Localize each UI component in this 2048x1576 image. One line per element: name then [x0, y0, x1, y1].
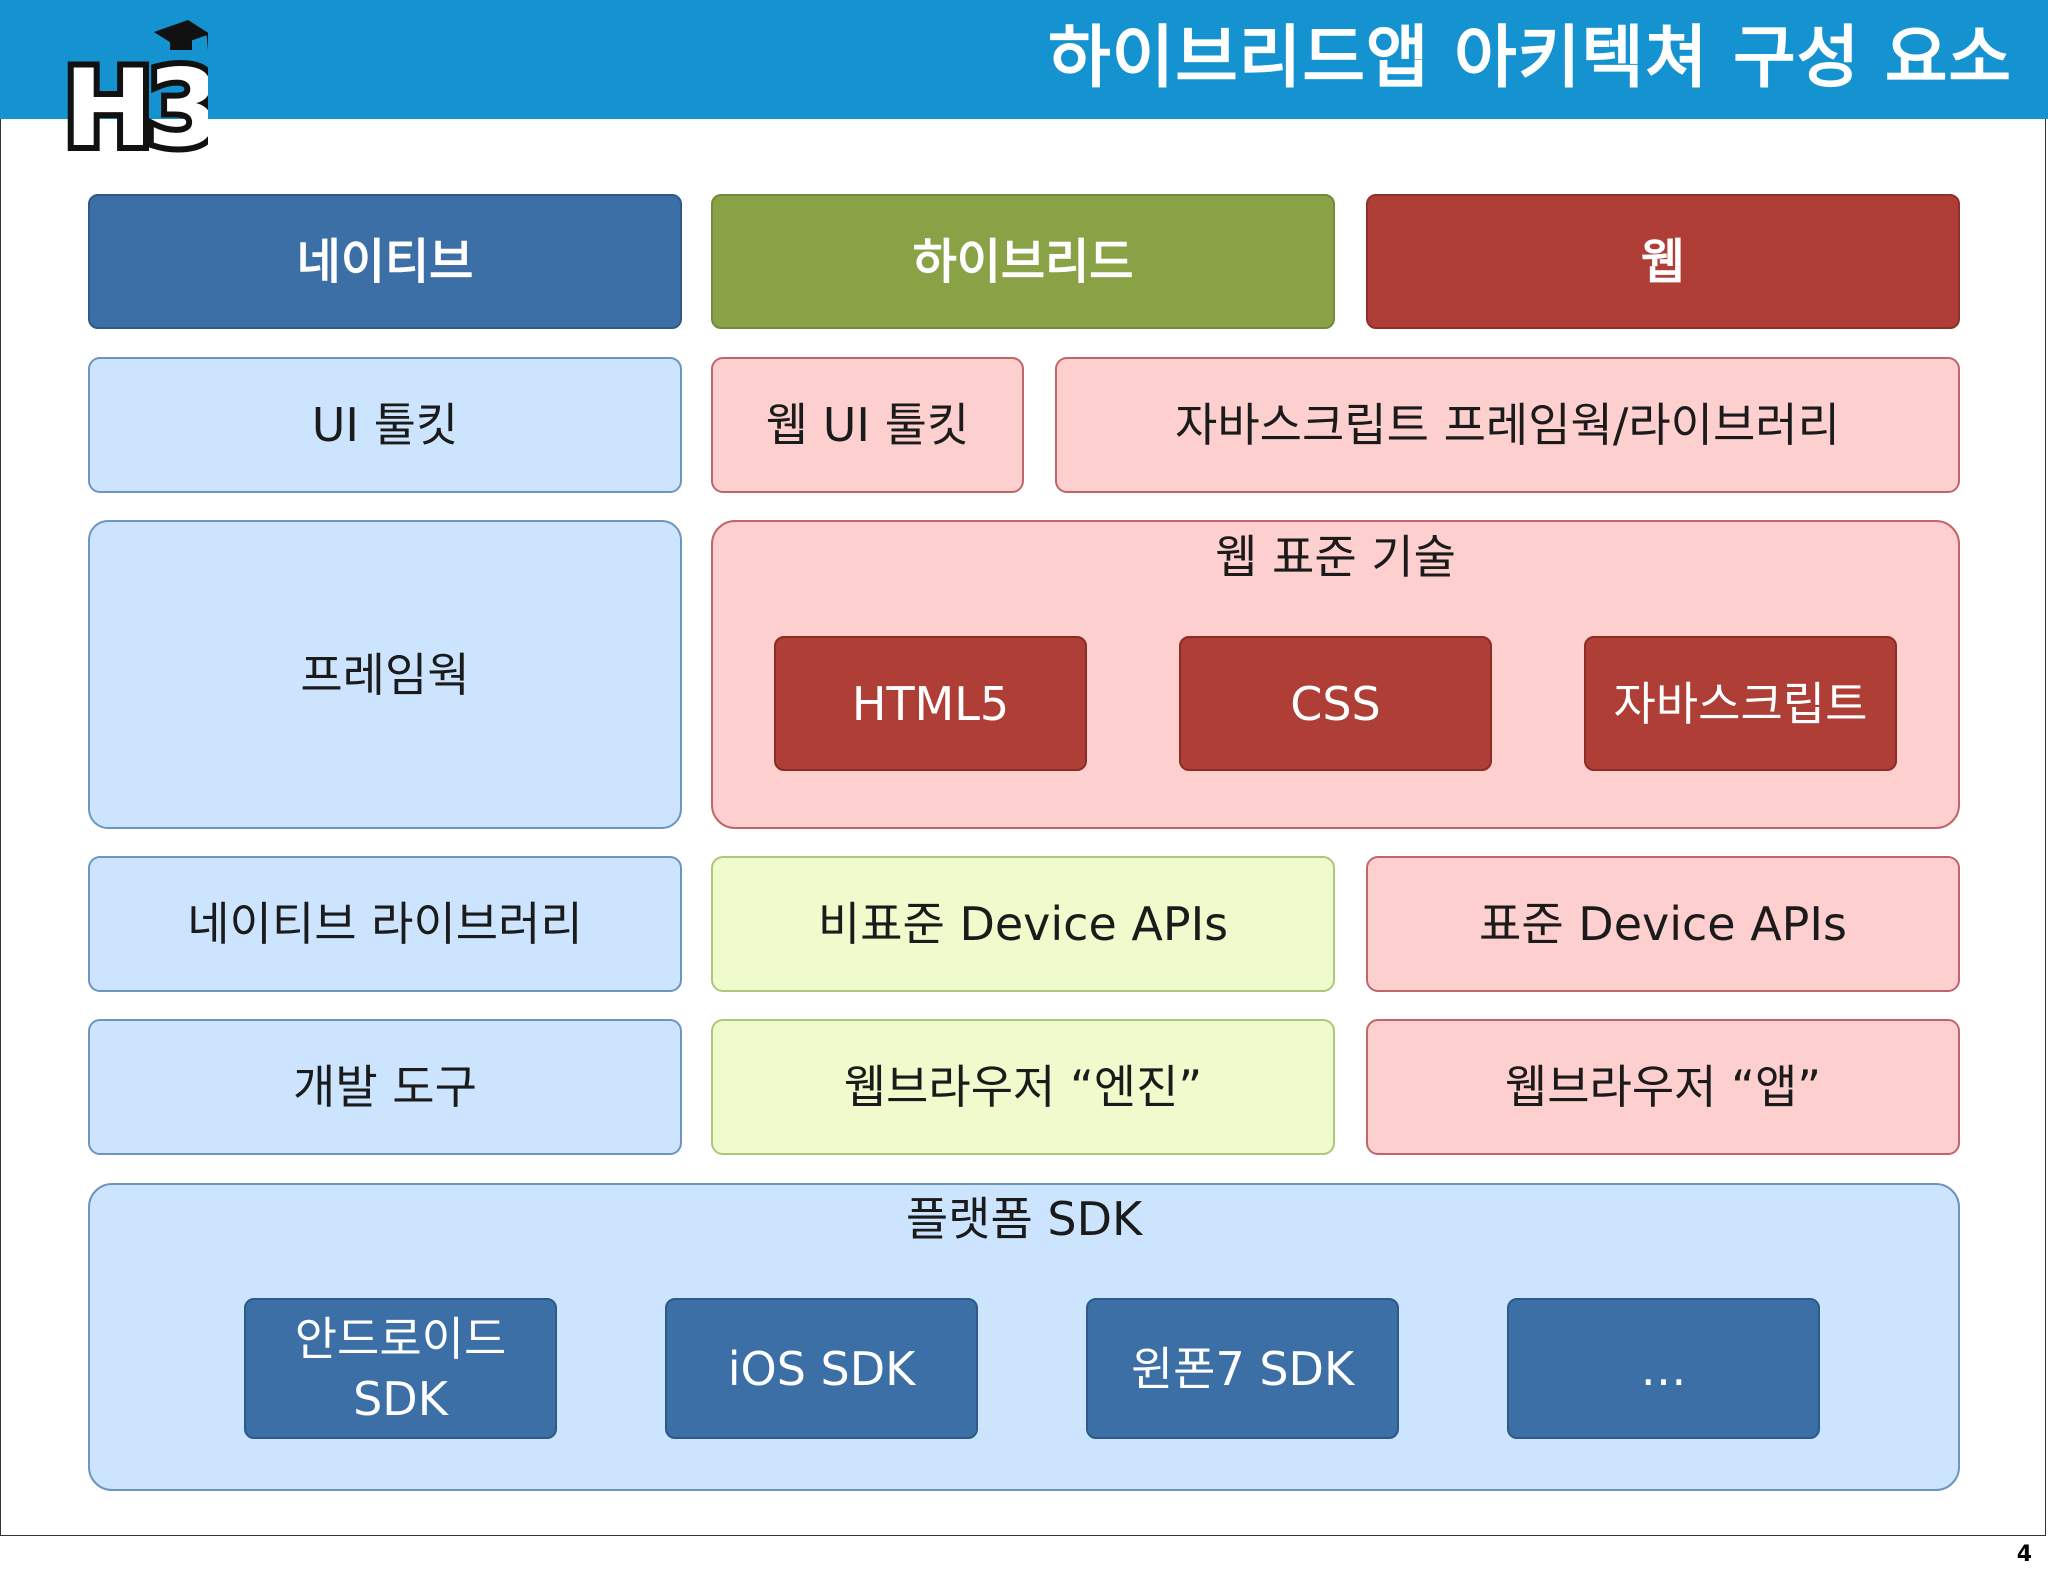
sdk-ios: iOS SDK [665, 1298, 978, 1439]
browser-app: 웹브라우저 “앱” [1366, 1019, 1960, 1155]
standard-device-apis: 표준 Device APIs [1366, 856, 1960, 992]
svg-text:H3: H3 [64, 47, 208, 158]
h3-logo: H3 [58, 20, 208, 158]
header-hybrid: 하이브리드 [711, 194, 1335, 329]
js-framework-library: 자바스크립트 프레임웍/라이브러리 [1055, 357, 1960, 493]
native-library: 네이티브 라이브러리 [88, 856, 682, 992]
browser-engine: 웹브라우저 “엔진” [711, 1019, 1335, 1155]
tech-css: CSS [1179, 636, 1492, 771]
slide-title: 하이브리드앱 아키텍쳐 구성 요소 [1048, 19, 2012, 98]
sdk-winphone7: 윈폰7 SDK [1086, 1298, 1399, 1439]
dev-tools: 개발 도구 [88, 1019, 682, 1155]
header-bar [0, 0, 2048, 119]
sdk-android: 안드로이드 SDK [244, 1298, 557, 1439]
tech-html5: HTML5 [774, 636, 1087, 771]
platform-sdk-title: 플랫폼 SDK [905, 1192, 1143, 1246]
page-number: 4 [2016, 1542, 2032, 1567]
web-ui-toolkit: 웹 UI 툴킷 [711, 357, 1024, 493]
sdk-more: … [1507, 1298, 1820, 1439]
native-framework: 프레임웍 [88, 520, 682, 829]
nonstandard-device-apis: 비표준 Device APIs [711, 856, 1335, 992]
native-ui-toolkit: UI 툴킷 [88, 357, 682, 493]
web-standard-title: 웹 표준 기술 [1215, 530, 1456, 584]
slide-border [0, 119, 2046, 1536]
header-native: 네이티브 [88, 194, 682, 329]
tech-javascript: 자바스크립트 [1584, 636, 1897, 771]
header-web: 웹 [1366, 194, 1960, 329]
